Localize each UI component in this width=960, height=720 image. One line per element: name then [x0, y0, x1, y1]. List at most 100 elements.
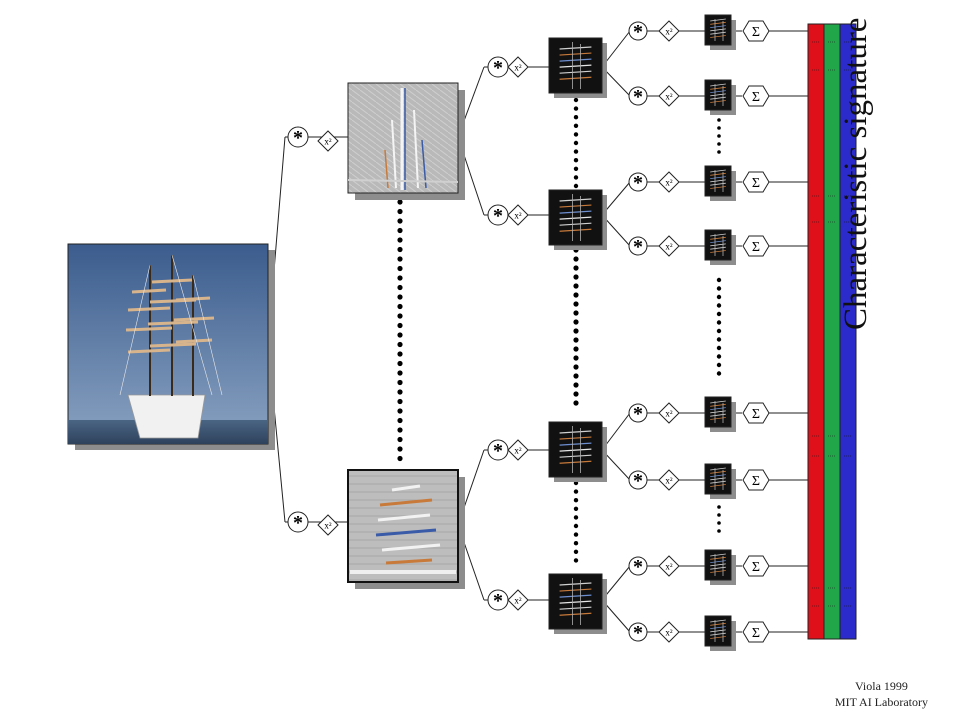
tile-stroke: [559, 46, 592, 50]
square-node: [658, 402, 680, 424]
ellipsis-dot: [573, 489, 579, 494]
square-symbol: x²: [514, 63, 522, 73]
ellipsis-dot: [717, 150, 721, 154]
ellipsis-dot: [717, 142, 721, 146]
square-symbol: x²: [665, 628, 673, 638]
ellipsis-dot: [397, 227, 403, 234]
ellipsis-dot: [716, 328, 722, 334]
ellipsis-dot: [573, 558, 579, 563]
tile-stroke: [710, 18, 726, 22]
ship-illustration: [119, 254, 223, 439]
tile-stroke: [559, 594, 592, 598]
ellipsis-dot: [397, 351, 403, 357]
tile-stroke: [710, 553, 726, 557]
ellipsis-dot: [573, 532, 579, 537]
ellipsis-dot: [717, 513, 721, 517]
convolve-symbol: *: [633, 470, 643, 492]
square-symbol: x²: [665, 27, 673, 37]
ellipsis-dot: [397, 322, 403, 329]
ellipsis-dot: [397, 284, 403, 291]
sum-symbol: Σ: [752, 626, 760, 641]
ellipsis-dot: [717, 505, 721, 509]
convolve-node: [628, 172, 648, 192]
convolve-node: [628, 556, 648, 576]
tile-stroke: [559, 76, 592, 80]
square-symbol: x²: [514, 446, 522, 456]
ellipsis-dot: [716, 311, 722, 317]
ellipsis-dot: [573, 292, 579, 298]
convolve-node: [287, 126, 309, 148]
ellipsis-dot: [573, 123, 579, 128]
ellipsis-dot: [573, 175, 579, 180]
ellipsis-dot: [397, 303, 403, 310]
level3-images: [704, 14, 736, 651]
tile-stroke: [559, 442, 592, 446]
signature-vector: [807, 23, 857, 640]
tile-stroke: [710, 467, 726, 471]
ellipsis-dot: [716, 294, 722, 300]
ellipsis-dot: [397, 408, 403, 414]
convolve-symbol: *: [633, 86, 643, 108]
square-node: [507, 439, 529, 461]
tile-stroke: [710, 83, 726, 87]
convolve-symbol: *: [493, 205, 503, 227]
ellipsis-dot: [397, 341, 403, 348]
tile-image: [548, 37, 603, 94]
convolve-symbol: *: [633, 556, 643, 578]
tile-stroke: [559, 612, 592, 616]
level3-tile: [704, 615, 736, 651]
ellipsis-dot: [573, 515, 579, 520]
tile-stroke: [559, 70, 592, 74]
ellipsis-dot: [717, 521, 721, 525]
level2-tile: [548, 189, 607, 250]
level3-tile: [704, 396, 736, 432]
convolve-symbol: *: [493, 440, 503, 462]
ellipsis-dot: [397, 370, 403, 376]
level3-tile: [704, 14, 736, 50]
convolve-symbol: *: [633, 172, 643, 194]
level2-tile: [548, 37, 607, 98]
square-node: [317, 130, 339, 152]
sum-symbol: Σ: [752, 240, 760, 255]
ellipsis-dot: [573, 115, 579, 120]
level2-images: [548, 37, 607, 634]
ellipsis-dot: [397, 446, 403, 452]
level2-tile: [548, 573, 607, 634]
level3-tile: [704, 549, 736, 585]
convolve-node: [628, 21, 648, 41]
input-image: [67, 243, 275, 450]
ellipsis-dot: [397, 199, 403, 205]
square-symbol: x²: [665, 178, 673, 188]
tile-stroke: [559, 64, 592, 68]
ellipsis-dot: [717, 134, 721, 138]
sum-symbol: Σ: [752, 474, 760, 489]
convolve-symbol: *: [633, 21, 643, 43]
sum-node: [742, 171, 770, 193]
ellipsis-dot: [573, 364, 579, 370]
ellipsis-dot: [716, 277, 722, 283]
convolve-node: [628, 403, 648, 423]
convolve-node: [628, 236, 648, 256]
ellipsis-dots: [397, 97, 851, 563]
ellipsis-dot: [573, 158, 579, 163]
ellipsis-dot: [573, 400, 579, 406]
ellipsis-dot: [573, 256, 579, 262]
ellipsis-dot: [573, 310, 579, 316]
credit-lab: MIT AI Laboratory: [834, 695, 928, 709]
tile-stroke: [559, 430, 592, 434]
sum-symbol: Σ: [752, 90, 760, 105]
square-symbol: x²: [324, 137, 332, 147]
sum-symbol: Σ: [752, 25, 760, 40]
square-node: [658, 20, 680, 42]
ellipsis-dot: [397, 265, 403, 272]
sum-symbol: Σ: [752, 407, 760, 422]
ellipsis-dot: [573, 498, 579, 503]
tile-stroke: [559, 606, 592, 610]
ellipsis-dot: [573, 149, 579, 154]
ellipsis-dot: [716, 345, 722, 351]
tile-stroke: [559, 588, 592, 592]
level2-tile: [548, 421, 607, 482]
ellipsis-dot: [573, 373, 579, 379]
ellipsis-dot: [397, 313, 403, 319]
square-symbol: x²: [324, 521, 332, 531]
